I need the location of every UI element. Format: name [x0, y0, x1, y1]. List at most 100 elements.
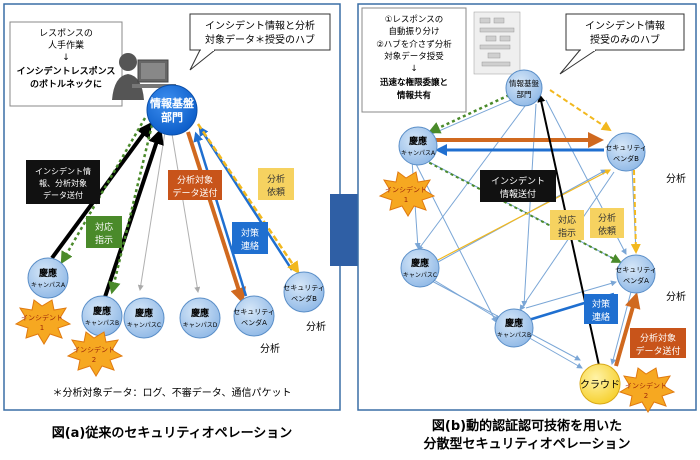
svg-text:2: 2: [644, 392, 648, 400]
panel-a-node-vendor-b: セキュリティ ベンダB: [283, 271, 325, 313]
svg-text:分析対象: 分析対象: [640, 332, 676, 344]
svg-text:対策: 対策: [592, 298, 610, 310]
svg-text:迅速な権限委譲と: 迅速な権限委譲と: [380, 77, 448, 88]
panel-a-incident-burst-1: インシデント 1: [14, 299, 72, 345]
svg-text:キャンパスC: キャンパスC: [403, 272, 437, 279]
svg-text:インシデント: インシデント: [385, 185, 427, 194]
svg-text:キャンパスC: キャンパスC: [127, 322, 161, 329]
svg-text:インシデント: インシデント: [73, 345, 115, 354]
panel-a-label-request: 分析 依頼: [258, 168, 294, 200]
svg-text:↓: ↓: [410, 64, 417, 74]
svg-text:慶應: 慶應: [505, 317, 523, 329]
svg-text:キャンパスA: キャンパスA: [401, 150, 436, 157]
note-line: のボトルネックに: [30, 78, 102, 90]
svg-text:授受のみのハブ: 授受のみのハブ: [590, 33, 660, 46]
panel-a-node-campus-b: 慶應 キャンパスB: [81, 295, 123, 337]
svg-text:インシデント: インシデント: [21, 313, 63, 322]
note-line: 人手作業: [48, 39, 84, 51]
svg-text:情報送付: 情報送付: [500, 188, 536, 200]
svg-text:対応: 対応: [95, 221, 113, 233]
panel-a-center-node: 情報基盤 部門: [146, 84, 198, 136]
svg-text:キャンパスB: キャンパスB: [497, 332, 531, 339]
panel-b-node-campus-c: 慶應 キャンパスC: [400, 248, 440, 288]
svg-text:キャンパスA: キャンパスA: [31, 282, 66, 289]
svg-text:インシデント情: インシデント情: [35, 166, 91, 176]
svg-text:対応: 対応: [558, 214, 576, 226]
analysis-label: 分析: [306, 320, 326, 333]
panel-a-footnote: ＊分析対象データ：ログ、不審データ、通信パケット: [53, 386, 292, 399]
svg-text:データ送付: データ送付: [43, 190, 83, 200]
svg-text:クラウド: クラウド: [580, 379, 620, 391]
center-line: 情報基盤: [150, 96, 195, 110]
svg-text:分析: 分析: [267, 173, 285, 185]
svg-text:セキュリティ: セキュリティ: [283, 284, 325, 292]
panel-a-label-data-send: 分析対象 データ送付: [168, 170, 222, 200]
panel-a-node-vendor-a: セキュリティ ベンダA: [233, 295, 275, 337]
flowchart-icon: [473, 11, 521, 75]
panel-b-hub-callout: インシデント情報 授受のみのハブ: [559, 13, 685, 75]
svg-text:②ハブを介さず分析: ②ハブを介さず分析: [376, 39, 452, 50]
panel-a-incident-burst-2: インシデント 2: [66, 331, 124, 377]
svg-text:ベンダB: ベンダB: [613, 154, 639, 163]
svg-text:1: 1: [404, 196, 408, 204]
panel-a-label-contact: 対策 連絡: [232, 222, 268, 254]
note-line: レスポンスの: [39, 28, 93, 39]
svg-text:報、分析対象: 報、分析対象: [39, 178, 87, 188]
panel-b-node-cloud: クラウド: [579, 363, 621, 405]
svg-text:情報共有: 情報共有: [396, 90, 432, 101]
svg-text:慶應: 慶應: [93, 305, 111, 317]
analysis-label: 分析: [666, 290, 686, 303]
svg-text:依頼: 依頼: [598, 225, 616, 237]
panel-a-node-campus-a: 慶應 キャンパスA: [27, 257, 69, 299]
svg-text:慶應: 慶應: [411, 257, 429, 269]
svg-text:依頼: 依頼: [267, 186, 285, 198]
panel-a-node-campus-c: 慶應 キャンパスC: [123, 297, 165, 339]
note-arrow: ↓: [62, 53, 70, 63]
svg-text:情報基盤: 情報基盤: [509, 78, 539, 88]
panel-a-note: レスポンスの 人手作業 ↓ インシデントレスポンス のボトルネックに: [9, 21, 123, 107]
svg-text:キャンパスB: キャンパスB: [85, 320, 119, 327]
panel-b-node-campus-b: 慶應 キャンパスB: [494, 308, 534, 348]
panel-b-label-contact: 対策 連絡: [584, 294, 618, 324]
analysis-label: 分析: [666, 172, 686, 185]
panel-b-label-incident-send: インシデント 情報送付: [480, 170, 556, 202]
panel-b-caption: 図(b)動的認証認可技術を用いた 分散型セキュリティオペレーション: [358, 418, 696, 454]
person-computer-icon: [112, 53, 176, 100]
svg-text:セキュリティ: セキュリティ: [233, 308, 275, 316]
panel-b-note: ①レスポンスの 自動振り分け ②ハブを介さず分析 対象データ授受 ↓ 迅速な権限…: [361, 7, 467, 113]
callout-line: インシデント情報と分析: [205, 19, 315, 32]
panel-b-label-data-send: 分析対象 データ送付: [630, 328, 686, 358]
note-line: インシデントレスポンス: [17, 65, 116, 77]
svg-text:対策: 対策: [241, 227, 259, 239]
svg-text:自動振り分け: 自動振り分け: [388, 26, 439, 37]
svg-text:連絡: 連絡: [592, 311, 610, 323]
svg-text:指示: 指示: [558, 227, 576, 239]
panel-b-node-vendor-a: セキュリティ ベンダA: [615, 254, 657, 294]
panel-b-center-node: 情報基盤 部門: [505, 69, 543, 107]
center-line: 部門: [161, 110, 183, 124]
svg-text:データ送付: データ送付: [635, 345, 680, 357]
svg-text:インシデント情報: インシデント情報: [585, 19, 665, 32]
panel-a-label-incident-send: インシデント情 報、分析対象 データ送付: [26, 160, 100, 204]
svg-text:慶應: 慶應: [135, 307, 153, 319]
svg-text:分析: 分析: [598, 212, 616, 224]
callout-line: 対象データ＊授受のハブ: [205, 33, 315, 46]
svg-text:インシデント: インシデント: [625, 381, 667, 390]
svg-text:ベンダA: ベンダA: [241, 318, 267, 327]
svg-text:キャンパスD: キャンパスD: [183, 322, 218, 329]
svg-text:①レスポンスの: ①レスポンスの: [385, 15, 443, 25]
svg-text:分析対象: 分析対象: [177, 174, 213, 186]
panel-b-label-response: 対応 指示: [550, 210, 584, 240]
svg-text:インシデント: インシデント: [491, 175, 545, 187]
svg-text:連絡: 連絡: [241, 240, 259, 252]
svg-text:データ送付: データ送付: [172, 187, 217, 199]
svg-text:慶應: 慶應: [191, 307, 209, 319]
panel-b-incident-burst-2: インシデント 2: [618, 367, 676, 413]
svg-text:ベンダA: ベンダA: [623, 276, 649, 285]
svg-text:セキュリティ: セキュリティ: [615, 266, 657, 274]
svg-text:ベンダB: ベンダB: [291, 294, 317, 303]
svg-text:慶應: 慶應: [409, 135, 427, 147]
panel-b-node-campus-a: 慶應 キャンパスA: [398, 126, 438, 166]
panel-b-incident-burst-1: インシデント 1: [378, 171, 436, 217]
